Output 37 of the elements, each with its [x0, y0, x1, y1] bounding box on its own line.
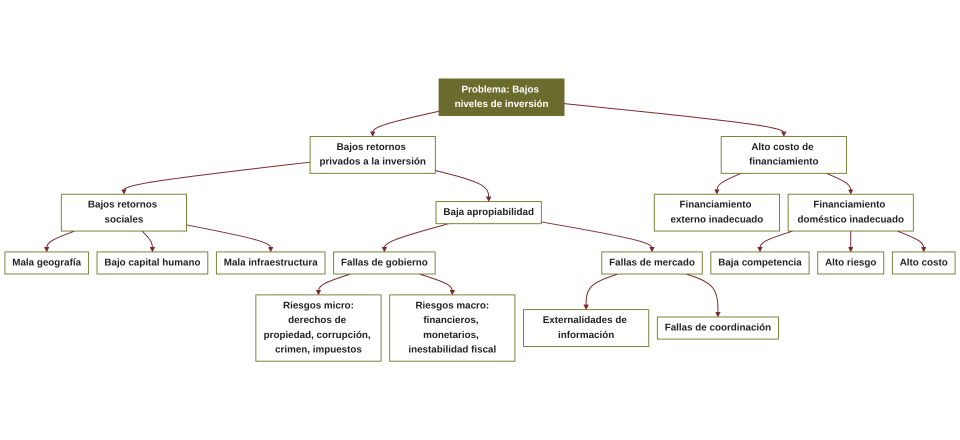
arrow [540, 221, 655, 252]
node-box: Externalidades de información [523, 309, 650, 347]
node-box: Riesgos micro: derechos de propiedad, corrupción, crimen, impuestos [255, 294, 382, 362]
arrow [714, 172, 742, 194]
arrow [316, 274, 351, 296]
arrow [44, 230, 76, 252]
node-box: Fallas de coordinación [656, 316, 779, 340]
node-box: Fallas de mercado [601, 251, 703, 274]
node-box: Baja apropiabilidad [436, 201, 542, 224]
node-box: Bajo capital humano [96, 251, 208, 274]
node-box: Alto riesgo [817, 251, 884, 274]
node-box: Bajos retornos privados a la inversión [310, 136, 436, 174]
arrow [142, 230, 156, 252]
arrow [564, 103, 786, 137]
node-box: Bajos retornos sociales [60, 194, 187, 232]
arrow [121, 162, 311, 194]
arrow [434, 170, 492, 202]
arrow [685, 274, 721, 318]
arrow [186, 224, 274, 252]
node-box: Alto costo [892, 251, 956, 274]
arrow [826, 172, 854, 194]
node-box: Riesgos macro: financieros, monetarios, inestabilidad fiscal [389, 294, 516, 362]
node-box: Fallas de gobierno [333, 251, 436, 274]
arrow [583, 274, 619, 310]
arrow [370, 110, 440, 137]
node-box: Financiamiento doméstico inadecuado [788, 194, 914, 232]
arrow [848, 230, 854, 252]
node-box: Financiamiento externo inadecuado [654, 194, 780, 232]
node-box: Baja competencia [710, 251, 810, 274]
arrow [757, 230, 794, 252]
arrow [382, 223, 450, 252]
arrow [896, 230, 926, 252]
node-box: Alto costo de financiamiento [720, 136, 847, 174]
node-box: Mala infraestructura [216, 251, 326, 274]
node-box: Problema: Bajos niveles de inversión [438, 78, 564, 116]
arrow [418, 274, 455, 296]
node-box: Mala geografía [4, 251, 89, 274]
